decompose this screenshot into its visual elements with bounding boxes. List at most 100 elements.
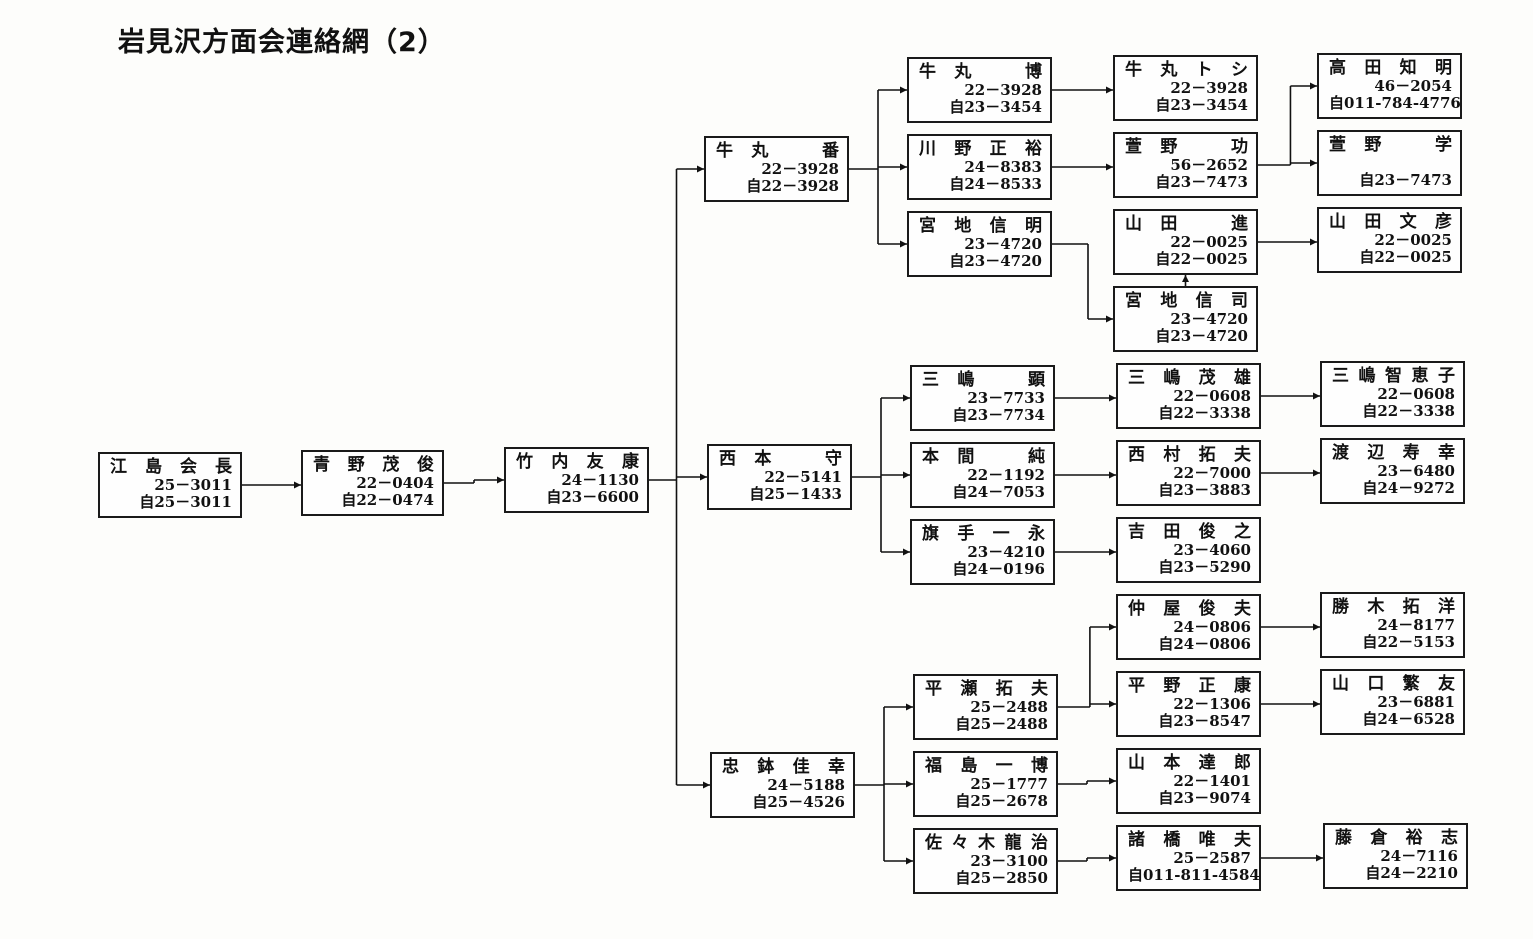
home-phone: 自23－9074 [1158,789,1251,807]
home-phone: 自011-784-4776 [1329,94,1461,112]
home-phone: 自25－2488 [955,715,1048,733]
contact-name: 藤倉裕志 [1335,828,1458,848]
office-phone: 23－7733 [967,389,1045,407]
contact-name: 竹内友康 [516,452,639,472]
office-phone: 24－8177 [1377,616,1455,634]
contact-name: 西村拓夫 [1128,445,1251,465]
office-phone: 22－1306 [1173,695,1251,713]
office-phone: 46－2054 [1374,77,1452,95]
home-phone: 自23－7473 [1155,173,1248,191]
home-phone: 自22－3338 [1362,402,1455,420]
home-phone: 自22－0025 [1155,250,1248,268]
home-phone: 自23－4720 [949,252,1042,270]
office-phone: 24－7116 [1380,847,1458,865]
office-phone: 22－0608 [1377,385,1455,403]
home-phone: 自23－3454 [1155,96,1248,114]
home-phone: 自24－0196 [952,560,1045,578]
contact-name: 牛丸トシ [1125,60,1248,80]
contact-name: 山田文彦 [1329,212,1452,232]
contact-name: 勝木拓洋 [1332,597,1455,617]
office-phone: 23－6480 [1377,462,1455,480]
office-phone [1329,155,1452,172]
office-phone: 23－6881 [1377,693,1455,711]
office-phone: 25－2488 [970,698,1048,716]
office-phone: 24－5188 [767,776,845,794]
contact-name: 三嶋智恵子 [1332,366,1455,386]
home-phone: 自23－3883 [1158,481,1251,499]
office-phone: 22－0025 [1374,231,1452,249]
contact-name: 山本達郎 [1128,753,1251,773]
home-phone: 自23－5290 [1158,558,1251,576]
contact-name: 仲屋俊夫 [1128,599,1251,619]
contact-name: 三嶋茂雄 [1128,368,1251,388]
office-phone: 25－2587 [1173,849,1251,867]
home-phone: 自25－3011 [139,493,232,511]
home-phone: 自23－7473 [1359,171,1452,189]
office-phone: 23－4060 [1173,541,1251,559]
contact-name: 山口繁友 [1332,674,1455,694]
contact-name: 佐々木龍治 [925,833,1048,853]
home-phone: 自24－2210 [1365,864,1458,882]
home-phone: 自25－1433 [749,485,842,503]
home-phone: 自22－3338 [1158,404,1251,422]
contact-name: 吉田俊之 [1128,522,1251,542]
office-phone: 24－1130 [561,471,639,489]
contact-name: 西本 守 [719,449,842,469]
contact-name: 本間 純 [922,447,1045,467]
office-phone: 23－4210 [967,543,1045,561]
office-phone: 22－0404 [356,474,434,492]
contact-name: 宮地信明 [919,216,1042,236]
office-phone: 22－7000 [1173,464,1251,482]
contact-name: 福島一博 [925,756,1048,776]
home-phone: 自24－9272 [1362,479,1455,497]
office-phone: 22－5141 [764,468,842,486]
office-phone: 23－4720 [964,235,1042,253]
contact-name: 川野正裕 [919,139,1042,159]
contact-name: 牛丸 博 [919,62,1042,82]
home-phone: 自25－4526 [752,793,845,811]
contact-name: 三嶋 顕 [922,370,1045,390]
office-phone: 23－4720 [1170,310,1248,328]
home-phone: 自24－8533 [949,175,1042,193]
home-phone: 自22－0474 [341,491,434,509]
contact-name: 萱野 学 [1329,135,1452,155]
page-title: 岩見沢方面会連絡網（2） [118,27,446,58]
office-phone: 22－3928 [964,81,1042,99]
contact-name: 旗手一永 [922,524,1045,544]
home-phone: 自24－7053 [952,483,1045,501]
office-phone: 56－2652 [1170,156,1248,174]
contact-name: 牛丸 番 [716,141,839,161]
contact-name: 山田 進 [1125,214,1248,234]
office-phone: 25－1777 [970,775,1048,793]
home-phone: 自22－5153 [1362,633,1455,651]
home-phone: 自011-811-4584 [1128,866,1260,884]
home-phone: 自22－0025 [1359,248,1452,266]
home-phone: 自23－8547 [1158,712,1251,730]
home-phone: 自25－2850 [955,869,1048,887]
contact-name: 宮地信司 [1125,291,1248,311]
contact-name: 平野正康 [1128,676,1251,696]
